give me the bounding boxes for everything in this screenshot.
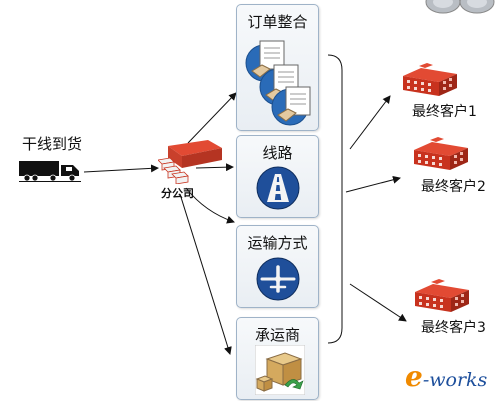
customer-2-label: 最终客户2 [421,179,486,195]
arrow-branch-to-carrier [179,193,232,355]
building-icon [415,279,469,312]
watermark-e: e [405,360,423,393]
road-icon [256,166,300,210]
airplane-icon [256,257,300,301]
shipping-boxes-icon [255,345,305,395]
arrow-branch-to-route [195,163,234,172]
decorative-discs [425,0,495,14]
panel-order-consolidation: 订单整合 [236,4,319,131]
truck-icon [19,161,81,182]
panel-title-transport-mode: 运输方式 [247,234,308,252]
arrow-branch-to-mode [185,187,235,224]
arrow-source-to-branch [83,164,159,173]
arrow-branch-to-order [187,92,237,144]
panel-title-order-consolidation: 订单整合 [247,13,308,31]
source-label: 干线到货 [22,135,83,153]
customer-1-label: 最终客户1 [412,104,477,120]
warehouse-trucks-icon [158,140,222,184]
panel-transport-mode: 运输方式 [236,225,319,308]
branch-label: 分公司 [161,187,194,200]
panel-brace [327,54,343,344]
arrow-to-customer-3 [349,283,407,322]
documents-icon [245,40,311,126]
panel-title-carrier: 承运商 [254,326,300,344]
panel-route: 线路 [236,135,319,218]
watermark-works: -works [422,369,488,391]
arrow-to-customer-2 [345,175,401,193]
panel-carrier: 承运商 [236,317,319,400]
panel-title-route: 线路 [262,144,293,162]
building-icon [414,137,468,170]
building-icon [403,63,457,96]
e-works-watermark: e-works [405,360,487,393]
customer-3-label: 最终客户3 [421,320,486,336]
arrow-to-customer-1 [349,95,391,150]
